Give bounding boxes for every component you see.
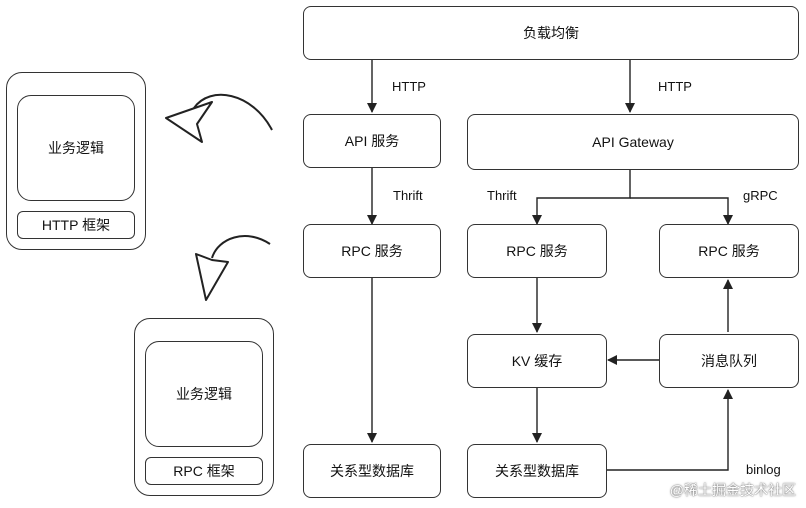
rpc-service-detail-panel: 业务逻辑 RPC 框架: [134, 318, 274, 496]
rpc-business-logic-box: 业务逻辑: [145, 341, 263, 447]
kv-cache-node: KV 缓存: [467, 334, 607, 388]
load-balancer-node: 负载均衡: [303, 6, 799, 60]
watermark-text: @稀土掘金技术社区: [669, 482, 796, 498]
message-queue-node: 消息队列: [659, 334, 799, 388]
edge-label-thrift-right: Thrift: [487, 188, 517, 203]
curved-arrowhead-http: [165, 101, 213, 143]
relational-db-right-node: 关系型数据库: [467, 444, 607, 498]
edge-label-http-left: HTTP: [392, 79, 426, 94]
curved-arrowhead-rpc: [195, 253, 229, 301]
http-service-detail-panel: 业务逻辑 HTTP 框架: [6, 72, 146, 250]
api-service-node: API 服务: [303, 114, 441, 168]
edge-gateway-split: [532, 170, 631, 225]
edge-label-http-right: HTTP: [658, 79, 692, 94]
edge-gateway-to-rpc-right: [630, 197, 733, 225]
http-business-logic-box: 业务逻辑: [17, 95, 135, 201]
curved-arrow-to-rpc-detail: [211, 235, 271, 259]
edge-label-thrift-left: Thrift: [393, 188, 423, 203]
rpc-framework-box: RPC 框架: [145, 457, 263, 485]
edge-label-binlog: binlog: [746, 462, 781, 477]
curved-arrow-to-http-detail: [193, 93, 273, 131]
edge-label-grpc: gRPC: [743, 188, 778, 203]
rpc-service-right-node: RPC 服务: [659, 224, 799, 278]
relational-db-left-node: 关系型数据库: [303, 444, 441, 498]
rpc-service-left-node: RPC 服务: [303, 224, 441, 278]
rpc-service-mid-node: RPC 服务: [467, 224, 607, 278]
api-gateway-node: API Gateway: [467, 114, 799, 170]
edge-binlog: [606, 389, 733, 471]
http-framework-box: HTTP 框架: [17, 211, 135, 239]
